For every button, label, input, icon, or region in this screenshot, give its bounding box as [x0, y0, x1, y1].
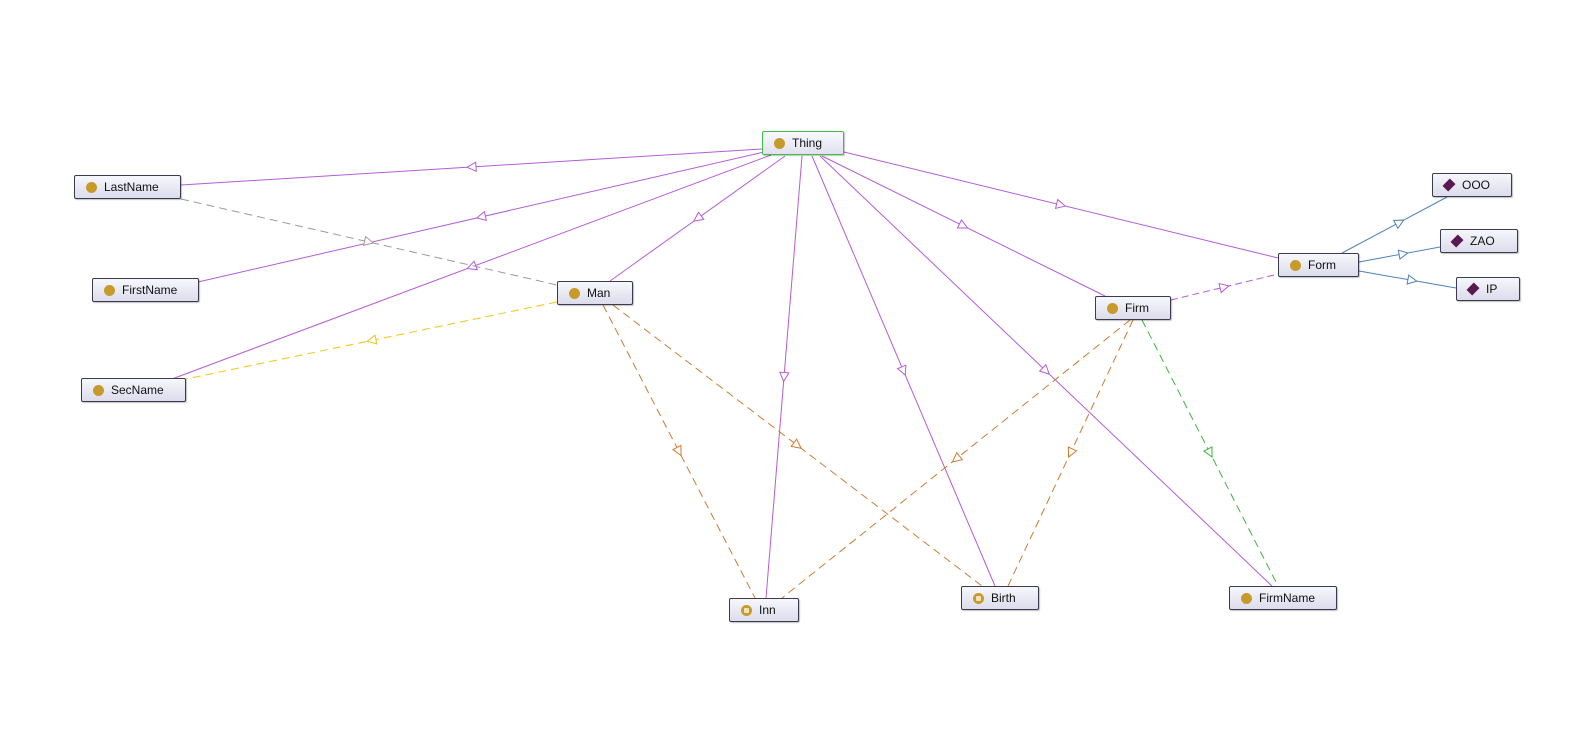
class-circle-icon	[1107, 302, 1118, 314]
edge-arrowhead	[951, 451, 964, 463]
node-label: Inn	[759, 603, 776, 617]
node-ooo[interactable]: OOO	[1432, 173, 1512, 197]
edge-arrowhead	[362, 235, 375, 247]
node-label: SecName	[111, 383, 164, 397]
edge-arrowhead	[365, 334, 378, 345]
property-icon	[741, 604, 752, 616]
class-circle-icon	[1241, 592, 1252, 604]
edge-firm-inn	[781, 319, 1131, 599]
edge-arrowhead	[466, 260, 479, 271]
class-circle-icon	[86, 181, 97, 193]
edge-arrowhead	[896, 364, 907, 377]
node-form[interactable]: Form	[1278, 253, 1359, 277]
node-firmname[interactable]: FirmName	[1229, 586, 1337, 610]
property-icon	[973, 592, 984, 604]
edge-arrowhead	[1067, 446, 1078, 459]
node-thing[interactable]: Thing	[762, 131, 844, 155]
edge-arrowhead	[1202, 446, 1213, 459]
edge-arrowhead	[1392, 219, 1405, 230]
edge-thing-secname	[171, 154, 772, 380]
edge-arrowhead	[1406, 274, 1418, 285]
edge-arrowhead	[1038, 363, 1051, 375]
edge-arrowhead	[1218, 283, 1230, 294]
edge-form-ip	[1358, 270, 1457, 289]
edge-lastname-man	[180, 198, 558, 286]
diamond-icon	[1466, 282, 1480, 296]
node-label: Thing	[792, 136, 823, 150]
node-label: Birth	[991, 591, 1016, 605]
node-label: IP	[1486, 282, 1498, 296]
node-firstname[interactable]: FirstName	[92, 278, 199, 302]
class-circle-icon	[104, 284, 115, 296]
edge-arrowhead	[692, 211, 705, 222]
class-circle-icon	[569, 287, 580, 299]
node-birth[interactable]: Birth	[961, 586, 1039, 610]
node-label: FirmName	[1259, 591, 1315, 605]
node-zao[interactable]: ZAO	[1440, 229, 1518, 253]
node-lastname[interactable]: LastName	[74, 175, 181, 199]
node-label: Form	[1308, 258, 1336, 272]
edge-arrowhead	[465, 161, 477, 172]
class-circle-icon	[1290, 259, 1301, 271]
diamond-icon	[1450, 234, 1464, 248]
node-label: Man	[587, 286, 611, 300]
edge-arrowhead	[956, 219, 969, 229]
edge-thing-man	[609, 155, 786, 282]
edge-form-ooo	[1341, 196, 1448, 254]
class-circle-icon	[774, 137, 785, 149]
edge-form-zao	[1358, 246, 1441, 263]
node-firm[interactable]: Firm	[1095, 296, 1171, 320]
node-ip[interactable]: IP	[1456, 277, 1520, 301]
edge-line	[1341, 196, 1448, 254]
edge-thing-firmname	[819, 155, 1273, 587]
edge-thing-firstname	[197, 151, 765, 283]
edge-thing-lastname	[180, 148, 763, 186]
edge-arrowhead	[1397, 249, 1410, 260]
class-circle-icon	[93, 384, 104, 396]
edge-thing-birth	[811, 155, 996, 587]
edge-arrowhead	[475, 210, 488, 222]
node-label: Firm	[1125, 301, 1149, 315]
edge-arrowhead	[779, 371, 790, 383]
node-label: LastName	[104, 180, 159, 194]
node-label: FirstName	[122, 283, 178, 297]
edge-arrowhead	[1054, 198, 1067, 209]
edge-firm-firmname	[1141, 319, 1279, 587]
edge-firm-form	[1170, 273, 1279, 301]
edge-man-secname	[185, 301, 558, 380]
edge-man-inn	[602, 304, 756, 599]
edge-arrowhead	[790, 438, 802, 449]
edge-line	[602, 304, 756, 599]
node-label: ZAO	[1470, 234, 1495, 248]
edge-thing-form	[843, 151, 1279, 259]
edge-firm-birth	[1007, 319, 1134, 587]
node-man[interactable]: Man	[557, 281, 633, 305]
node-secname[interactable]: SecName	[81, 378, 186, 402]
node-label: OOO	[1462, 178, 1491, 192]
edge-thing-inn	[765, 155, 803, 599]
diamond-icon	[1442, 178, 1456, 192]
edge-arrowhead	[671, 444, 682, 457]
node-inn[interactable]: Inn	[729, 598, 799, 622]
edge-thing-firm	[821, 155, 1106, 297]
edge-man-birth	[612, 304, 983, 587]
